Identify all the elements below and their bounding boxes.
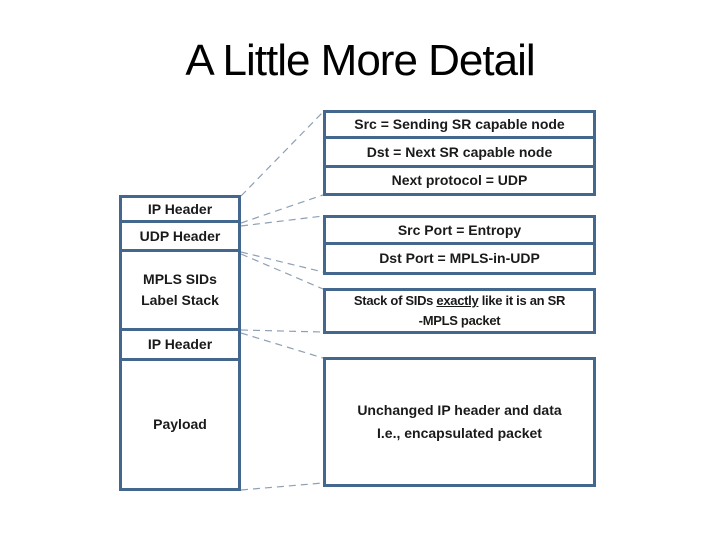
slide-title: A Little More Detail (185, 36, 535, 85)
annotation-src-port: Src Port = Entropy (323, 215, 596, 245)
annotation-dst-port: Dst Port = MPLS-in-UDP (323, 242, 596, 275)
packet-field-mpls-sid-label-stack: MPLS SIDs Label Stack (119, 249, 241, 331)
connector-line (240, 332, 324, 359)
sid-stack-suffix: like it is an SR (478, 293, 566, 308)
connector-line (240, 253, 324, 290)
connector-line (240, 215, 324, 227)
sid-stack-prefix: Stack of SIDs (353, 293, 437, 308)
payload-note-line1: Unchanged IP header and data (357, 402, 562, 418)
annotation-sid-stack-line1: Stack of SIDs exactly like it is an SR (354, 291, 565, 311)
connector-line (240, 329, 324, 333)
packet-field-udp-header: UDP Header (119, 220, 241, 252)
annotation-sid-stack-line2: -MPLS packet (418, 313, 501, 328)
annotation-dst-node: Dst = Next SR capable node (323, 136, 596, 168)
connector-line (240, 111, 324, 197)
annotation-encapsulated-packet: Unchanged IP header and data I.e., encap… (323, 357, 596, 487)
connector-line (240, 251, 324, 273)
annotation-src-node: Src = Sending SR capable node (323, 110, 596, 139)
connector-line (240, 194, 324, 224)
packet-field-ip-header-inner: IP Header (119, 328, 241, 361)
annotation-sid-stack: Stack of SIDs exactly like it is an SR -… (323, 288, 596, 334)
annotation-next-protocol: Next protocol = UDP (323, 165, 596, 196)
connector-line (240, 482, 324, 491)
sid-stack-emphasis: exactly (436, 293, 479, 308)
packet-field-ip-header-outer: IP Header (119, 195, 241, 223)
payload-note-line2: I.e., encapsulated packet (377, 425, 542, 441)
packet-field-payload: Payload (119, 358, 241, 491)
